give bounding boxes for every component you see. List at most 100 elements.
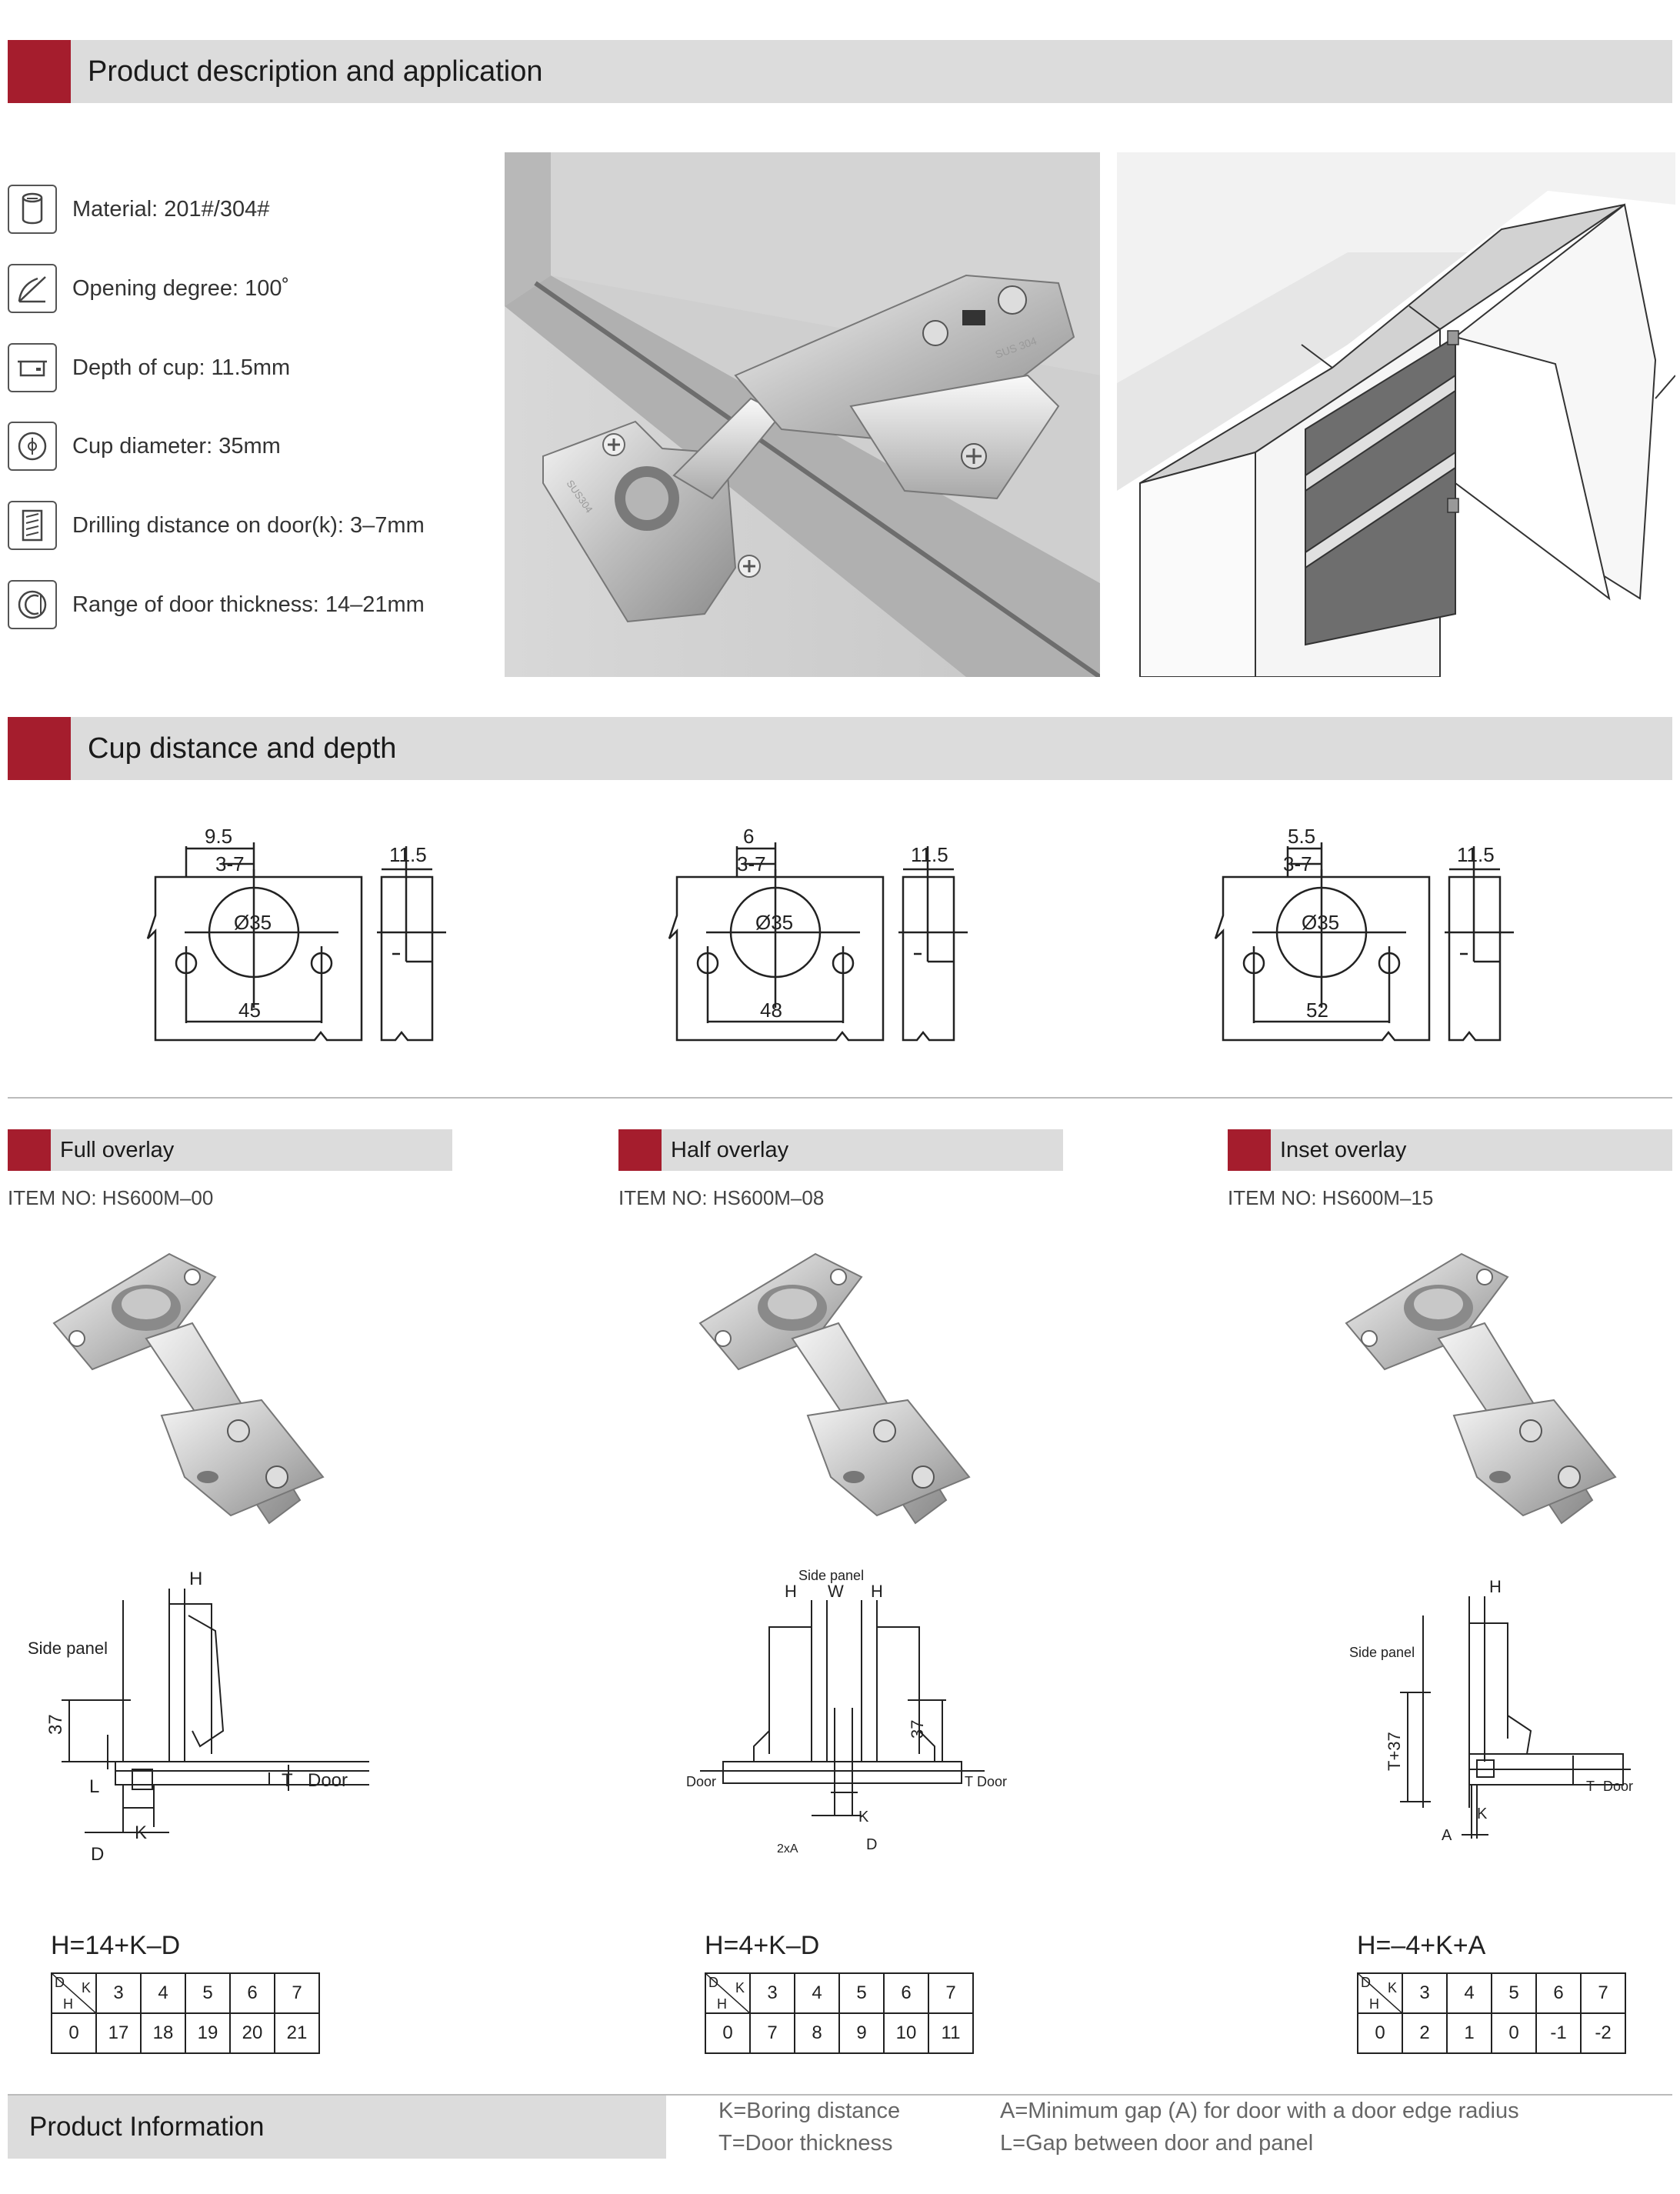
h-value: 2 [1402, 2012, 1448, 2054]
drilling-distance-icon [8, 501, 57, 550]
subheader-title: Half overlay [671, 1137, 789, 1162]
item-number: ITEM NO: HS600M–00 [8, 1186, 214, 1209]
label-door: Door [1603, 1779, 1633, 1794]
spec-drilling-distance: Drilling distance on door(k): 3–7mm [8, 501, 425, 550]
cup-diameter-icon [8, 422, 57, 471]
label-d: D [91, 1844, 104, 1865]
cup-diagram-1: 9.5 3-7 Ø35 45 11.5 [146, 825, 446, 1042]
spec-door-thickness: Range of door thickness: 14–21mm [8, 580, 425, 629]
label-d: D [866, 1836, 877, 1853]
spec-label: Drilling distance on door(k): 3–7mm [72, 512, 425, 538]
label-w: W [828, 1582, 844, 1601]
corner-cell: D K H [1357, 1972, 1403, 2014]
h-value: 18 [140, 2012, 186, 2054]
dim-k: 3-7 [737, 852, 766, 875]
note-l: L=Gap between door and panel [1000, 2131, 1314, 2156]
table-half-overlay: D K H 3 4 5 6 7 0 7 8 9 10 11 [705, 1972, 974, 2054]
label-h: H [189, 1569, 202, 1589]
spec-label: Cup diameter: 35mm [72, 433, 281, 458]
h-value: 1 [1446, 2012, 1492, 2054]
label-h-left: H [785, 1582, 797, 1601]
material-icon [8, 185, 57, 234]
k-value: 7 [928, 1972, 974, 2014]
label-2xa: 2xA [777, 1842, 798, 1856]
item-number: ITEM NO: HS600M–08 [618, 1186, 825, 1209]
subheader-inset-overlay: Inset overlay [1228, 1129, 1672, 1171]
dim-depth: 11.5 [1457, 843, 1495, 866]
label-door: Door [977, 1774, 1007, 1789]
dim-k: 3-7 [215, 852, 245, 875]
k-value: 5 [1491, 1972, 1537, 2014]
k-value: 5 [838, 1972, 885, 2014]
dim-spacing: 52 [1306, 999, 1328, 1022]
label-k: K [1477, 1806, 1488, 1822]
k-value: 6 [229, 1972, 275, 2014]
corner-k: K [81, 1980, 91, 1996]
subheader-half-overlay: Half overlay [618, 1129, 1063, 1171]
label-t: T [282, 1770, 293, 1791]
h-value: 17 [95, 2012, 142, 2054]
spec-material: Material: 201#/304# [8, 185, 269, 234]
formula-inset-overlay: H=–4+K+A [1357, 1931, 1486, 1960]
h-value: 19 [185, 2012, 231, 2054]
hinge-product-photo: SUS 304 SUS304 [505, 152, 1100, 677]
k-value: 3 [95, 1972, 142, 2014]
dim-diameter: Ø35 [1302, 911, 1339, 934]
h-value: 11 [928, 2012, 974, 2054]
spec-label: Range of door thickness: 14–21mm [72, 592, 425, 617]
corner-cell: D K H [51, 1972, 97, 2014]
corner-k: K [735, 1980, 745, 1996]
spec-opening-degree: Opening degree: 100˚ [8, 264, 289, 313]
d-value: 0 [1357, 2012, 1403, 2054]
h-value: 9 [838, 2012, 885, 2054]
hinge-image-full-overlay [52, 1252, 325, 1525]
k-value: 4 [794, 1972, 840, 2014]
k-value: 4 [140, 1972, 186, 2014]
label-37: 37 [45, 1714, 66, 1735]
subheader-full-overlay: Full overlay [8, 1129, 452, 1171]
corner-d: D [55, 1975, 65, 1990]
h-value: 8 [794, 2012, 840, 2054]
section-header-cup: Cup distance and depth [8, 717, 1672, 780]
footer-divider [8, 2094, 1672, 2096]
diagram-inset-overlay: H Side panel T+37 T Door K A [1349, 1577, 1633, 1844]
subheader-title: Inset overlay [1280, 1137, 1407, 1162]
diagram-full-overlay: H Side panel 37 L T Door K D [28, 1569, 369, 1865]
corner-cell: D K H [705, 1972, 751, 2014]
h-value: 7 [749, 2012, 795, 2054]
dim-offset: 9.5 [205, 825, 232, 848]
k-value: 6 [1535, 1972, 1582, 2014]
accent-block [8, 40, 71, 103]
dim-diameter: Ø35 [755, 911, 793, 934]
label-a: A [1442, 1827, 1452, 1844]
spec-cup-depth: Depth of cup: 11.5mm [8, 343, 290, 392]
h-value: -2 [1580, 2012, 1626, 2054]
spec-label: Material: 201#/304# [72, 196, 270, 222]
footer-title: Product Information [29, 2112, 265, 2142]
dim-k: 3-7 [1283, 852, 1312, 875]
k-value: 6 [883, 1972, 929, 2014]
corner-d: D [1361, 1975, 1371, 1990]
section-title: Product description and application [88, 55, 543, 88]
k-value: 7 [1580, 1972, 1626, 2014]
spec-cup-diameter: Cup diameter: 35mm [8, 422, 281, 471]
dim-offset: 6 [743, 825, 754, 848]
accent-block [8, 1129, 51, 1171]
cabinet-application-drawing [1117, 152, 1675, 677]
hinge-image-half-overlay [698, 1252, 971, 1525]
k-value: 3 [1402, 1972, 1448, 2014]
label-l: L [89, 1776, 99, 1797]
section-header-description: Product description and application [8, 40, 1672, 103]
k-value: 3 [749, 1972, 795, 2014]
formula-full-overlay: H=14+K–D [51, 1931, 181, 1960]
label-k: K [858, 1809, 869, 1826]
label-h: H [1489, 1577, 1502, 1596]
divider [8, 1097, 1672, 1099]
corner-h: H [63, 1996, 73, 2012]
accent-block [8, 717, 71, 780]
h-value: 20 [229, 2012, 275, 2054]
corner-h: H [1369, 1996, 1379, 2012]
h-value: 0 [1491, 2012, 1537, 2054]
note-t: T=Door thickness [718, 2131, 893, 2156]
cup-depth-icon [8, 343, 57, 392]
